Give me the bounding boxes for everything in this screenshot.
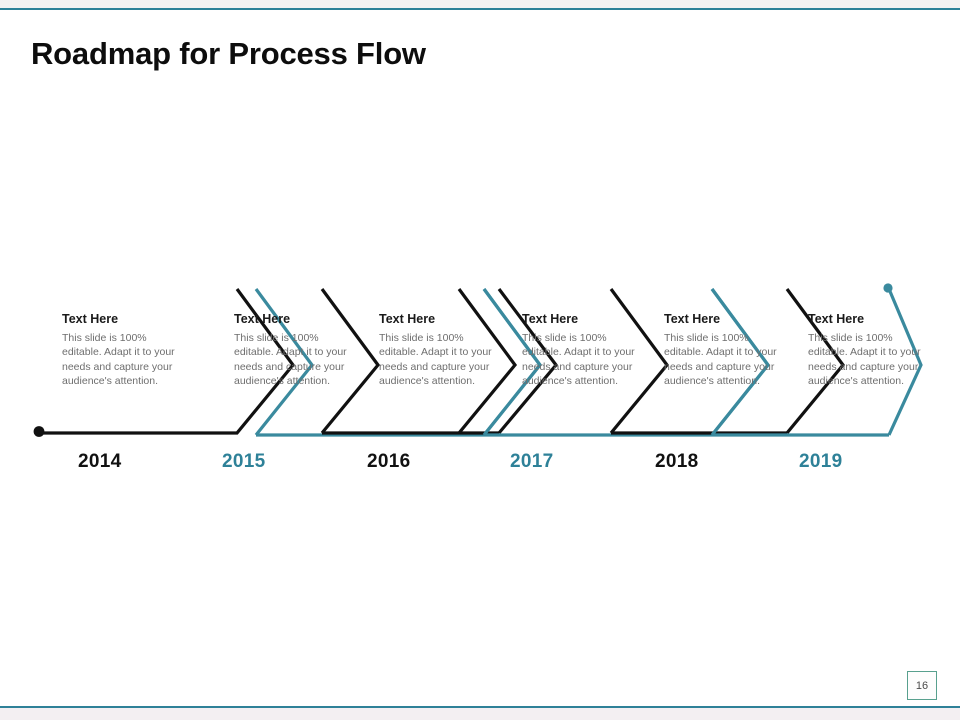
timeline-start-dot xyxy=(33,426,45,437)
segment-heading: Text Here xyxy=(664,312,721,326)
page-title: Roadmap for Process Flow xyxy=(31,36,426,71)
chevron-overlay-dark-b xyxy=(457,288,518,435)
segment-body: This slide is 100% editable. Adapt it to… xyxy=(522,331,635,388)
segment-text-block-2019: Text Here This slide is 100% editable. A… xyxy=(808,312,930,389)
segment-text-block-2016: Text Here This slide is 100% editable. A… xyxy=(379,312,501,389)
segment-body: This slide is 100% editable. Adapt it to… xyxy=(234,331,347,388)
chevron-segment-2016 xyxy=(320,288,559,435)
segment-heading: Text Here xyxy=(522,312,579,326)
segment-text-block-2017: Text Here This slide is 100% editable. A… xyxy=(522,312,644,389)
year-label-2019: 2019 xyxy=(799,451,843,472)
chevron-overlays xyxy=(457,288,518,435)
top-divider-line xyxy=(0,8,960,10)
segment-text-block-2014: Text Here This slide is 100% editable. A… xyxy=(62,312,184,389)
chevron-path-teal-6b xyxy=(887,288,923,436)
chevron-path-teal-4a xyxy=(482,288,543,436)
bottom-band xyxy=(0,707,960,720)
page-number-badge: 16 xyxy=(907,671,937,700)
chevron-segment-2014 xyxy=(33,288,296,437)
timeline-end-dot xyxy=(883,283,893,293)
segment-body: This slide is 100% editable. Adapt it to… xyxy=(808,331,921,388)
chevron-segment-2018 xyxy=(609,288,846,435)
segment-heading: Text Here xyxy=(379,312,436,326)
year-label-2018: 2018 xyxy=(655,451,699,472)
bottom-divider-line xyxy=(0,706,960,708)
chevron-path-dark-3a xyxy=(320,288,381,435)
chevron-path-teal-6a xyxy=(710,288,771,436)
chevron-segment-2019 xyxy=(710,283,923,437)
segment-body: This slide is 100% editable. Adapt it to… xyxy=(62,331,175,388)
chevron-path-dark-3b xyxy=(497,288,559,435)
year-label-2014: 2014 xyxy=(78,451,122,472)
segment-heading: Text Here xyxy=(62,312,119,326)
chevron-path-teal-2a xyxy=(254,288,315,436)
segment-body: This slide is 100% editable. Adapt it to… xyxy=(664,331,777,388)
segment-heading: Text Here xyxy=(808,312,865,326)
year-label-2017: 2017 xyxy=(510,451,554,472)
top-band xyxy=(0,0,960,8)
year-label-2015: 2015 xyxy=(222,451,266,472)
year-label-2016: 2016 xyxy=(367,451,411,472)
segment-text-block-2018: Text Here This slide is 100% editable. A… xyxy=(664,312,786,389)
chevron-path-dark-5a xyxy=(609,288,670,435)
chevron-path-dark-1 xyxy=(40,288,296,435)
segment-heading: Text Here xyxy=(234,312,291,326)
segment-body: This slide is 100% editable. Adapt it to… xyxy=(379,331,492,388)
segment-text-block-2015: Text Here This slide is 100% editable. A… xyxy=(234,312,356,389)
chevron-path-dark-5b xyxy=(785,288,846,435)
